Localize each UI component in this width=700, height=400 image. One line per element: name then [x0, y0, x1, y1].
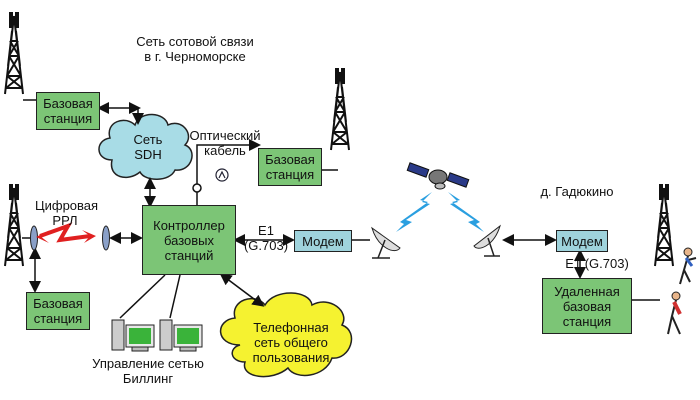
base-station-left[interactable]: Базовая станция: [26, 292, 90, 330]
person-phone-icon: [679, 247, 697, 285]
person-phone-icon: [667, 291, 682, 335]
pstn-cloud-label: Телефонная сеть общего пользования: [252, 320, 330, 365]
base-station-mid[interactable]: Базовая станция: [258, 148, 322, 186]
sdh-cloud-label: Сеть SDH: [133, 132, 163, 162]
cellular-network-label: Сеть сотовой связи в г. Черноморске: [136, 34, 254, 64]
tower-icon: [4, 183, 24, 267]
management-label: Управление сетью Биллинг: [92, 356, 204, 386]
e1-left-label: E1 (G.703): [243, 223, 289, 253]
tower-icon: [654, 183, 674, 267]
modem-left[interactable]: Модем: [294, 230, 352, 252]
cable-icon: [215, 168, 229, 182]
village-label: д. Гадюкино: [540, 184, 614, 199]
satellite-icon: [406, 162, 470, 190]
digital-rrl-label: Цифровая РРЛ: [35, 198, 99, 228]
computer-icon: [159, 319, 203, 352]
base-station-top[interactable]: Базовая станция: [36, 92, 100, 130]
tower-icon: [4, 11, 24, 95]
rrl-antenna-icon: [30, 225, 110, 251]
controller-box[interactable]: Контроллер базовых станций: [142, 205, 236, 275]
modem-right[interactable]: Модем: [556, 230, 608, 252]
optical-cable-label: Оптический кабель: [189, 128, 261, 158]
satellite-dish-icon: [371, 226, 401, 259]
e1-right-label: E1 (G.703): [565, 256, 629, 271]
tower-icon: [330, 67, 350, 151]
sdh-cloud-icon: [98, 113, 193, 180]
radio-link-icon: [36, 222, 96, 243]
satellite-beam-icon: [396, 192, 484, 232]
satellite-dish-icon: [473, 224, 501, 257]
remote-base-station[interactable]: Удаленная базовая станция: [542, 278, 632, 334]
computer-icon: [111, 319, 155, 352]
